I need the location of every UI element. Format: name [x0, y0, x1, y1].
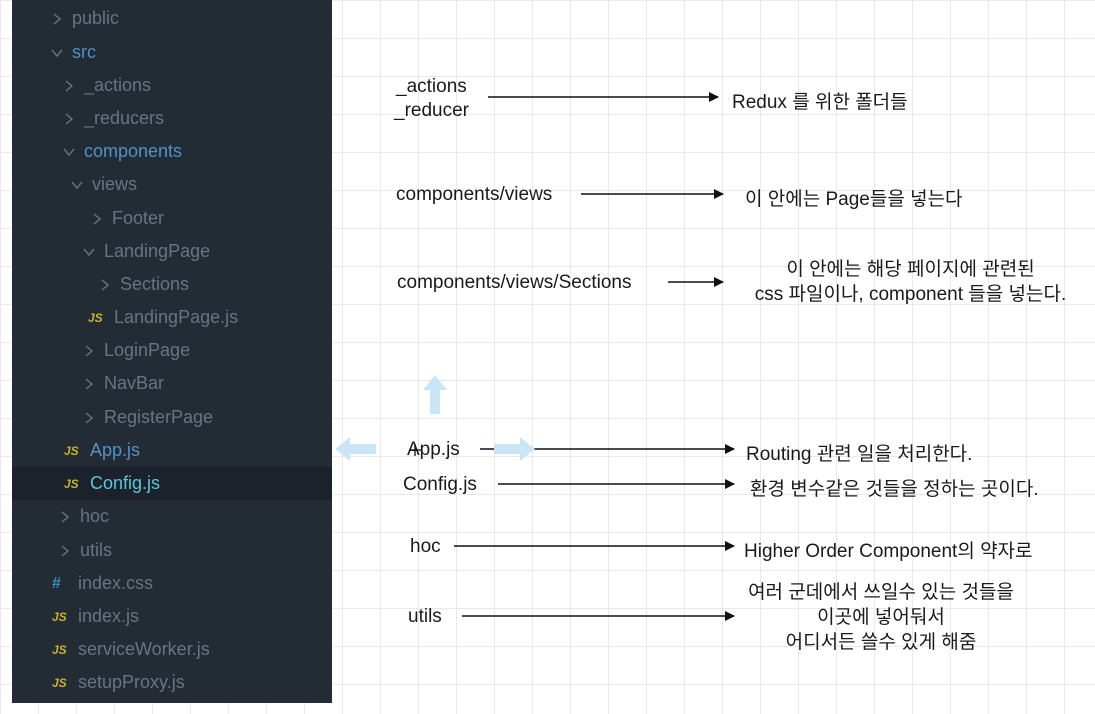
tree-item-sections[interactable]: Sections — [12, 268, 332, 301]
tree-item-label: index.js — [78, 606, 140, 626]
actions-desc: Redux 를 위한 폴더들 — [732, 92, 908, 113]
tree-item-public[interactable]: public — [12, 2, 332, 35]
chevron-down-icon[interactable] — [60, 143, 78, 161]
move-cursor-icon — [335, 375, 535, 461]
views-desc: 이 안에는 Page들을 넣는다 — [745, 189, 963, 210]
utils-desc: 여러 군데에서 쓰일수 있는 것들을 이곳에 넣어둬서 어디서든 쓸수 있게 해… — [736, 580, 1026, 655]
chevron-right-icon[interactable] — [48, 10, 66, 28]
config-desc: 환경 변수같은 것들을 정하는 곳이다. — [750, 479, 1039, 500]
js-file-icon: JS — [52, 642, 67, 657]
tree-item-label: views — [92, 174, 138, 194]
tree-item-label: App.js — [90, 440, 141, 460]
tree-item-footer[interactable]: Footer — [12, 202, 332, 235]
sections-desc: 이 안에는 해당 페이지에 관련된 css 파일이나, component 들을… — [738, 257, 1083, 307]
tree-item-label: components — [84, 141, 183, 161]
tree-item-label: _actions — [84, 75, 152, 95]
js-file-icon: JS — [88, 310, 103, 325]
tree-item-label: index.css — [78, 573, 154, 593]
tree-item-label: public — [72, 8, 120, 28]
tree-item-label: serviceWorker.js — [78, 639, 210, 659]
tree-item-label: LandingPage — [104, 241, 211, 261]
file-explorer: public src _actions _reducers components view… — [12, 0, 332, 703]
tree-item-hoc[interactable]: hoc — [12, 500, 332, 533]
tree-item-label: utils — [80, 540, 113, 560]
tree-item-serviceworker-js[interactable]: JS serviceWorker.js — [12, 633, 332, 666]
drag-cursor-icon — [409, 444, 421, 456]
chevron-right-icon[interactable] — [80, 409, 98, 427]
tree-item-label: _reducers — [84, 108, 165, 128]
chevron-down-icon[interactable] — [48, 44, 66, 62]
js-file-icon: JS — [52, 675, 67, 690]
chevron-down-icon[interactable] — [80, 243, 98, 261]
sections-label: components/views/Sections — [397, 272, 632, 293]
chevron-down-icon[interactable] — [68, 176, 86, 194]
sections-desc-line1: 이 안에는 해당 페이지에 관련된 — [786, 259, 1035, 280]
chevron-right-icon[interactable] — [56, 542, 74, 560]
tree-item-views[interactable]: views — [12, 168, 332, 201]
tree-item-config-js[interactable]: JS Config.js — [12, 467, 332, 500]
tree-item-setupproxy-js[interactable]: JS setupProxy.js — [12, 666, 332, 699]
tree-item--reducers[interactable]: _reducers — [12, 102, 332, 135]
tree-item-index-css[interactable]: # index.css — [12, 567, 332, 600]
tree-item-landingpage[interactable]: LandingPage — [12, 235, 332, 268]
utils-desc-line1: 여러 군데에서 쓰일수 있는 것들을 — [748, 582, 1014, 603]
chevron-right-icon[interactable] — [88, 210, 106, 228]
app-desc: Routing 관련 일을 처리한다. — [746, 444, 973, 465]
tree-item-app-js[interactable]: JS App.js — [12, 434, 332, 467]
app-label: App.js — [407, 439, 460, 460]
tree-item-label: Footer — [112, 208, 165, 228]
tree-item-label: src — [72, 42, 96, 62]
tree-item-registerpage[interactable]: RegisterPage — [12, 401, 332, 434]
tree-item-label: NavBar — [104, 373, 165, 393]
js-file-icon: JS — [64, 443, 79, 458]
utils-desc-line2: 이곳에 넣어둬서 — [817, 607, 945, 628]
tree-item-label: LandingPage.js — [114, 307, 239, 327]
sections-desc-line2: css 파일이나, component 들을 넣는다. — [754, 284, 1067, 305]
js-file-icon: JS — [52, 609, 67, 624]
tree-item-label: Sections — [120, 274, 190, 294]
hoc-label: hoc — [410, 536, 441, 557]
tree-item-landingpage-js[interactable]: JS LandingPage.js — [12, 301, 332, 334]
config-label: Config.js — [403, 474, 477, 495]
views-label: components/views — [396, 184, 553, 205]
chevron-right-icon[interactable] — [60, 77, 78, 95]
tree-item-index-js[interactable]: JS index.js — [12, 600, 332, 633]
tree-item--actions[interactable]: _actions — [12, 69, 332, 102]
chevron-right-icon[interactable] — [60, 110, 78, 128]
css-file-icon: # — [52, 574, 61, 592]
tree-item-src[interactable]: src — [12, 36, 332, 69]
tree-item-loginpage[interactable]: LoginPage — [12, 334, 332, 367]
tree-item-label: setupProxy.js — [78, 672, 185, 692]
reducer-label: _reducer — [394, 100, 469, 121]
tree-item-label: RegisterPage — [104, 407, 214, 427]
tree-item-navbar[interactable]: NavBar — [12, 367, 332, 400]
tree-item-label: Config.js — [90, 473, 161, 493]
chevron-right-icon[interactable] — [80, 342, 98, 360]
tree-item-label: hoc — [80, 506, 110, 526]
tree-item-label: LoginPage — [104, 340, 191, 360]
hoc-desc: Higher Order Component의 약자로 — [744, 541, 1033, 562]
chevron-right-icon[interactable] — [96, 276, 114, 294]
actions-label: _actions — [396, 76, 467, 97]
utils-desc-line3: 어디서든 쓸수 있게 해줌 — [785, 632, 977, 653]
tree-item-utils[interactable]: utils — [12, 534, 332, 567]
js-file-icon: JS — [64, 476, 79, 491]
chevron-right-icon[interactable] — [56, 508, 74, 526]
chevron-right-icon[interactable] — [80, 375, 98, 393]
tree-item-components[interactable]: components — [12, 135, 332, 168]
utils-label: utils — [408, 606, 442, 627]
